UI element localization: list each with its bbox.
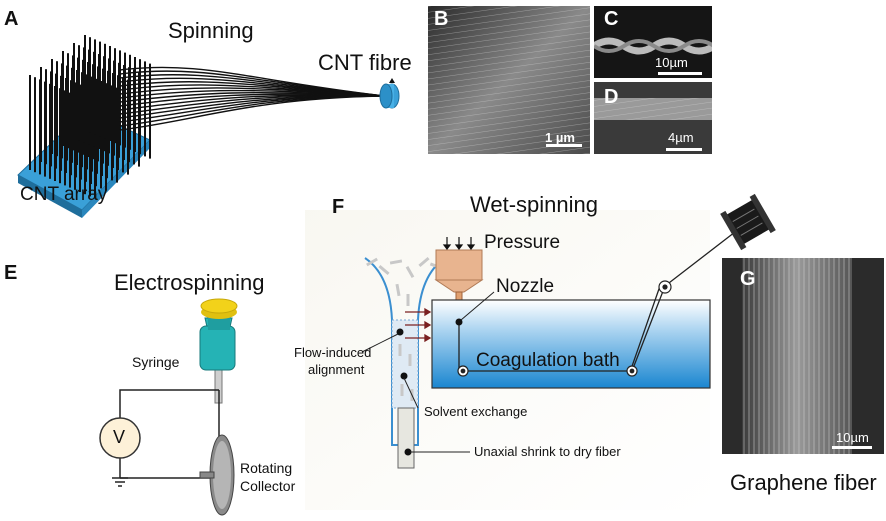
panel-label-f: F [332,196,345,218]
flow-label-1: Flow-induced [294,345,372,360]
sem-image-c [594,6,712,78]
scale-bar-d-label: 4µm [668,130,694,145]
panel-label-c: C [604,8,619,30]
sem-image-b [428,6,590,154]
cnt-fibre-label: CNT fibre [318,50,412,75]
voltmeter-icon [99,417,141,459]
solvent-label: Solvent exchange [424,404,528,419]
cnt-array-icon [17,35,151,218]
nozzle-marker [455,318,463,326]
syringe-icon [199,298,238,404]
nozzle-label: Nozzle [496,276,555,297]
coagulation-bath [431,299,711,389]
sem-image-g [722,258,884,454]
panel-label-b: B [434,8,449,30]
collector-label-2: Collector [240,478,296,494]
pressure-label: Pressure [484,232,561,253]
ground-icon [112,477,128,487]
nozzle-leader [460,291,495,321]
graphene-fiber-caption: Graphene fiber [730,470,877,495]
scale-bar-c-label: 10µm [655,55,688,70]
bath-label: Coagulation bath [476,350,620,371]
panel-e-title: Electrospinning [114,270,265,295]
scale-bar-b-label: 1 µm [545,130,575,145]
panel-label-g: G [740,268,756,290]
collector-label-1: Rotating [240,460,293,476]
panel-f-title: Wet-spinning [470,192,598,217]
panel-label-d: D [604,86,619,108]
panel-a-title: Spinning [168,18,254,43]
cnt-fibre-spool-icon [379,78,400,109]
rotating-collector-icon [199,434,235,516]
voltage-label: V [113,427,126,447]
cnt-array-label: CNT array [20,184,108,205]
electrospinning-circuit [119,389,220,479]
scale-bar-g-label: 10µm [836,430,869,445]
syringe-label: Syringe [132,354,180,370]
pressure-reservoir-icon [434,237,484,325]
spool-icon [720,193,776,251]
pulley-icon [457,280,672,377]
cnt-fibre-bundle [119,66,386,131]
panel-label-e: E [4,262,18,284]
alignment-schematic [361,256,470,469]
flow-label-2: alignment [308,362,365,377]
panel-label-a: A [4,8,19,30]
shrink-label: Unaxial shrink to dry fiber [474,444,621,459]
sem-image-d [594,82,712,154]
